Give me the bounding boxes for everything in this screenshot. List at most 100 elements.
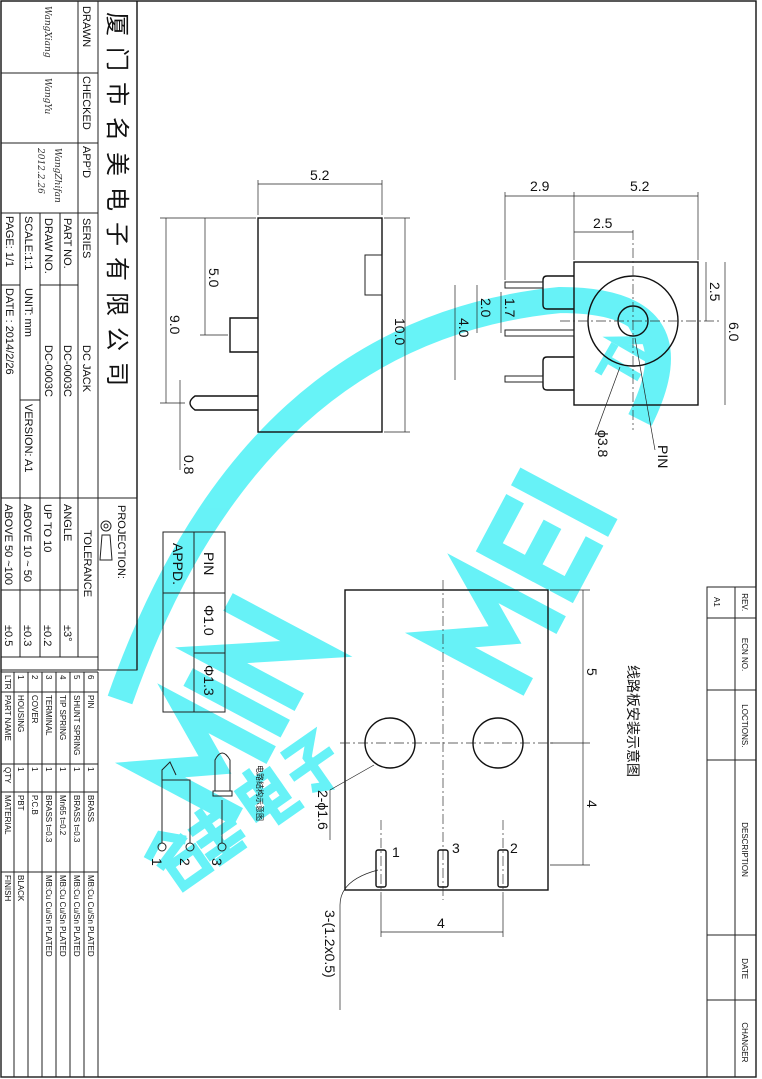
dim-front-2.0: 2.0 — [478, 298, 494, 318]
parts-cell: BRASS t=0.3 — [72, 795, 81, 843]
pin-table: PIN APPD. Φ1.0 Φ1.3 — [162, 531, 226, 713]
parts-cell: 1 — [86, 767, 95, 772]
parts-cell: MB:Cu Cu/Sn PLATED — [86, 875, 95, 957]
title-block: 厦门市名美电子有限公司 DRAWN CHECKED APP'D WangXian… — [1, 1, 137, 499]
dim-front-diameter: ϕ3.8 — [595, 430, 611, 458]
revision-header-cell: CHANGER — [740, 1022, 749, 1062]
parts-header-cell: MATERIAL — [3, 795, 12, 835]
version: VERSION: A1 — [22, 404, 34, 472]
parts-cell: 4 — [58, 675, 67, 680]
pcb-slots-callout: 3-(1.2x0.5) — [322, 910, 338, 978]
parts-cell: 1 — [72, 767, 81, 772]
pin-label: PIN — [201, 552, 217, 575]
pcb-holes-callout: 2-ϕ1.6 — [315, 790, 331, 830]
parts-cell: PIN — [86, 695, 95, 709]
checked-signature: WangYu — [42, 78, 52, 115]
dim-side-9: 9.0 — [167, 315, 183, 335]
side-view: 5.2 5.0 9.0 10.0 0.8 — [160, 167, 410, 475]
dim-side-width: 5.2 — [310, 167, 330, 183]
pcb-pin-1: 1 — [392, 844, 400, 860]
parts-header-cell: QTY — [3, 767, 12, 784]
terminal-1-label: 1 — [149, 858, 165, 866]
dim-front-5.2: 5.2 — [630, 178, 650, 194]
revision-header-cell: DATE — [740, 958, 749, 979]
tolerance-value: ±0.5 — [2, 625, 14, 646]
appd-label: APPD. — [170, 543, 186, 585]
tolerance-label: ANGLE — [61, 504, 73, 541]
pcb-layout: 1 3 2 5 4 4 2-ϕ1.6 3-(1.2x0.5) 线路板安装示意图 — [315, 580, 641, 1010]
part-no-value: DC-0003C — [61, 345, 73, 397]
parts-cell: HOUSING — [16, 695, 25, 732]
parts-cell: BRASS — [86, 795, 95, 822]
tolerance-value: ±0.2 — [41, 625, 53, 646]
parts-cell: MB:Cu Cu/Sn PLATED — [58, 875, 67, 957]
parts-cell: 2 — [30, 675, 39, 680]
terminal-3-label: 3 — [209, 858, 225, 866]
draw-no-value: DC-0003C — [42, 345, 54, 397]
pcb-pin-2: 2 — [510, 840, 518, 856]
parts-cell: 1 — [30, 767, 39, 772]
dim-front-6.0: 6.0 — [726, 322, 742, 342]
unit: UNIT: mm — [22, 288, 34, 337]
parts-cell: SHUNT SPRING — [72, 695, 81, 755]
parts-cell: BLACK — [16, 875, 25, 902]
parts-header-cell: LTR — [3, 675, 12, 690]
pin-value: Φ1.3 — [201, 665, 217, 696]
dim-front-2.9: 2.9 — [530, 178, 550, 194]
pcb-dim-4-v: 4 — [584, 800, 600, 808]
parts-cell: MB:Cu Cu/Sn PLATED — [44, 875, 53, 957]
terminal-2-label: 2 — [177, 858, 193, 866]
parts-header-cell: FINISH — [3, 875, 12, 901]
pcb-dim-5: 5 — [584, 668, 600, 676]
parts-cell: COVER — [30, 695, 39, 724]
circuit-schematic: 1 2 3 电路结构示意图 — [149, 752, 265, 866]
parts-cell: 1 — [44, 767, 53, 772]
schematic-title: 电路结构示意图 — [255, 765, 265, 821]
parts-cell: BRASS t=0.3 — [44, 795, 53, 843]
approved-signature: WangZhifan — [52, 148, 62, 203]
tolerance-header: TOLERANCE — [81, 530, 93, 597]
dim-front-2.5-v: 2.5 — [707, 282, 723, 302]
dim-front-2.5-h: 2.5 — [593, 215, 613, 231]
parts-cell: 3 — [44, 675, 53, 680]
series-label: SERIES — [80, 218, 92, 258]
parts-cell: 1 — [16, 767, 25, 772]
tolerance-value: ±0.3 — [21, 625, 33, 646]
revision-header-cell: ECN NO. — [740, 638, 749, 671]
tolerance-value: ±3° — [61, 625, 73, 642]
dim-side-pin: 0.8 — [181, 455, 197, 475]
parts-cell: 5 — [72, 675, 81, 680]
revision-header-cell: DESCRIPTION — [740, 822, 749, 877]
parts-cell: 1 — [58, 767, 67, 772]
dim-side-5: 5.0 — [206, 268, 222, 288]
company-name: 厦门市名美电子有限公司 — [103, 12, 131, 397]
parts-cell: TIP SPRING — [58, 695, 67, 740]
pcb-pin-3: 3 — [452, 840, 460, 856]
parts-cell: PBT — [16, 795, 25, 811]
parts-cell: 6 — [86, 675, 95, 680]
watermark-logo — [107, 286, 671, 893]
dim-side-10: 10.0 — [392, 318, 408, 345]
tolerance-block: PROJECTION: TOLERANCE ANGLE ±3° UP TO 10… — [0, 497, 138, 671]
pcb-dim-4-h: 4 — [437, 915, 445, 931]
series-value: DC JACK — [80, 345, 92, 393]
tolerance-label: UP TO 10 — [41, 504, 53, 552]
tolerance-label: ABOVE 50 ~100 — [2, 504, 14, 585]
revision-cell: A1 — [712, 597, 721, 607]
pcb-title: 线路板安装示意图 — [624, 665, 641, 777]
projection-label: PROJECTION: — [115, 505, 127, 579]
part-no-label: PART NO. — [61, 218, 73, 269]
date: DATE : 2014/2/26 — [3, 288, 15, 375]
revision-header-cell: LOCTIONS. — [740, 704, 749, 747]
revision-table: REV.ECN NO.LOCTIONS.DESCRIPTIONDATECHANG… — [706, 586, 757, 1078]
dim-front-4.0: 4.0 — [456, 318, 472, 338]
draw-no-label: DRAW NO. — [42, 218, 54, 274]
projection-symbol-icon — [99, 520, 113, 561]
parts-cell: P.C.B — [30, 795, 39, 815]
parts-cell: 1 — [16, 675, 25, 680]
parts-cell: TERMINAL — [44, 695, 53, 736]
approved-date: 2012.2.26 — [35, 147, 45, 194]
page: PAGE: 1/1 — [3, 216, 15, 267]
